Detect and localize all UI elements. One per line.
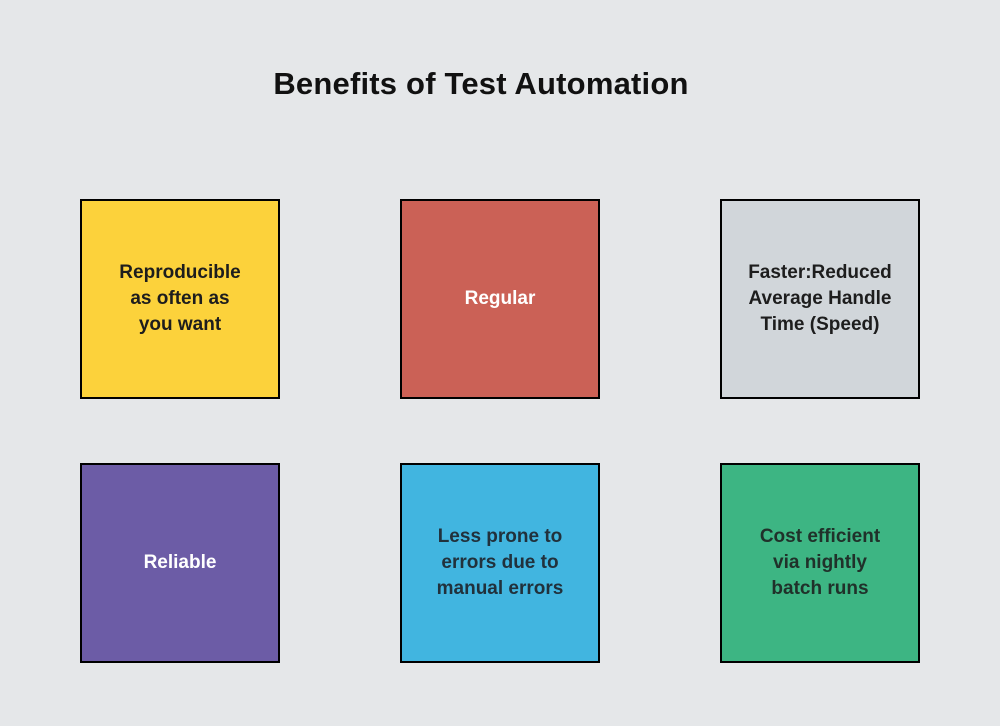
- benefit-box-reliable: Reliable: [80, 463, 280, 663]
- diagram-title: Benefits of Test Automation: [273, 66, 689, 101]
- benefit-box-label: Regular: [464, 288, 536, 309]
- benefit-box-less-errors: Less prone to errors due to manual error…: [400, 463, 600, 663]
- benefit-box-label: Less prone to errors due to manual error…: [436, 526, 564, 599]
- benefit-box-label: Reproducible as often as you want: [119, 262, 241, 335]
- benefit-box-cost: Cost efficient via nightly batch runs: [720, 463, 920, 663]
- benefit-box-regular: Regular: [400, 199, 600, 399]
- benefit-box-label: Cost efficient via nightly batch runs: [759, 526, 881, 599]
- benefit-box-reproducible: Reproducible as often as you want: [80, 199, 280, 399]
- benefit-box-faster: Faster:Reduced Average Handle Time (Spee…: [720, 199, 920, 399]
- benefit-box-label: Reliable: [143, 552, 217, 573]
- benefit-box-label: Faster:Reduced Average Handle Time (Spee…: [748, 262, 892, 335]
